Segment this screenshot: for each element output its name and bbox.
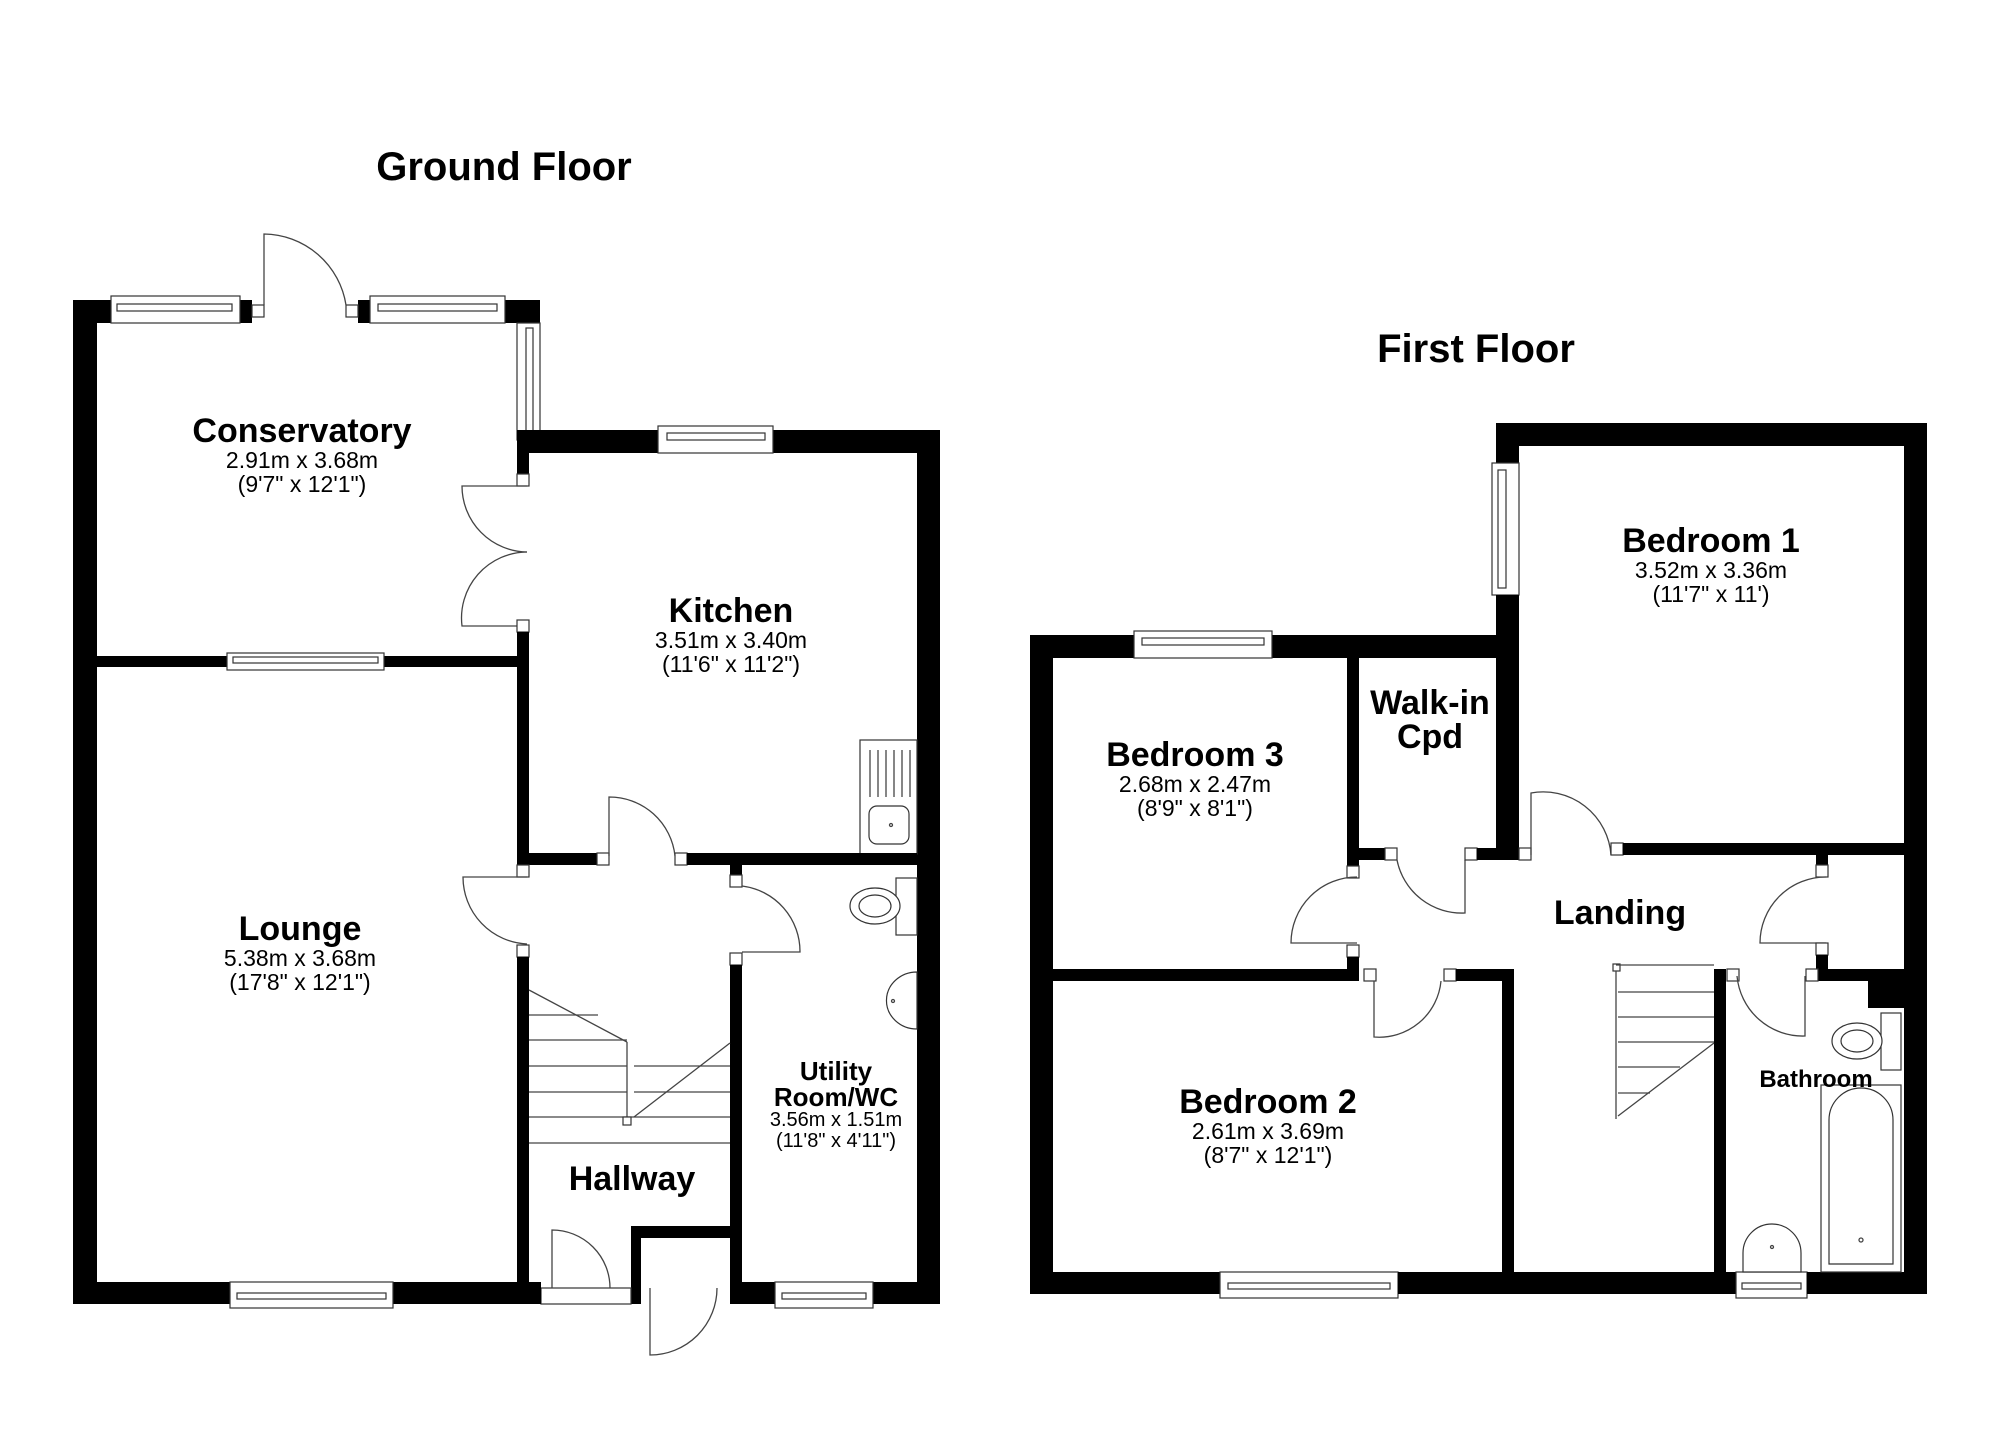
room-label-lounge: Lounge 5.38m x 3.68m (17'8" x 12'1") [224, 912, 376, 994]
window-bedroom2 [1219, 1271, 1399, 1299]
room-name: Bathroom [1759, 1066, 1873, 1093]
window-bedroom1 [1491, 462, 1520, 596]
door-bedroom1 [1530, 791, 1612, 856]
toilet-bathroom [1831, 1012, 1902, 1071]
door-front [540, 1229, 718, 1356]
room-imperial: (11'7" x 11') [1652, 581, 1770, 608]
room-metric: 3.51m x 3.40m [654, 627, 808, 653]
room-name: Lounge [238, 910, 362, 948]
room-name: Bedroom 2 [1179, 1083, 1357, 1121]
room-imperial: (8'9" x 8'1") [1137, 795, 1253, 822]
door-bedroom3 [1290, 876, 1358, 944]
basin-bathroom [1742, 1223, 1802, 1273]
room-metric: 2.68m x 2.47m [1118, 771, 1272, 797]
room-label-hallway: Hallway [569, 1162, 696, 1196]
door-utility [741, 885, 801, 953]
staircase-ground [528, 989, 731, 1144]
room-metric: 2.61m x 3.69m [1191, 1118, 1345, 1144]
window-conservatory-lounge [226, 652, 385, 671]
room-name: Bedroom 3 [1106, 736, 1284, 774]
door-bathroom [1759, 876, 1827, 944]
room-name-line1: Walk-in [1370, 684, 1490, 722]
window-kitchen [657, 425, 774, 454]
toilet-utility [849, 877, 918, 936]
room-label-bedroom2: Bedroom 2 2.61m x 3.69m (8'7" x 12'1") [1179, 1085, 1357, 1167]
room-metric: 3.52m x 3.36m [1634, 557, 1788, 583]
ground-floor-plan [73, 233, 940, 1356]
double-door-conservatory-kitchen [460, 485, 530, 633]
room-name-line2: Room/WC [773, 1082, 899, 1112]
room-metric: 2.91m x 3.68m [225, 447, 379, 473]
window-utility [774, 1281, 874, 1309]
door-bedroom2 [1373, 980, 1442, 1038]
room-imperial: (11'8" x 4'11") [775, 1130, 897, 1152]
room-imperial: (9'7" x 12'1") [237, 471, 367, 498]
door-walk-in-cpd [1396, 859, 1466, 914]
door-kitchen-hallway [608, 796, 676, 857]
window-lounge [229, 1281, 394, 1309]
door-bathroom-side [1736, 975, 1806, 1037]
first-floor-plan [1030, 423, 1927, 1299]
room-label-bedroom1: Bedroom 1 3.52m x 3.36m (11'7" x 11') [1622, 524, 1800, 606]
window-conservatory-right [516, 322, 541, 441]
bath [1820, 1084, 1902, 1273]
room-name: Kitchen [668, 592, 794, 630]
room-name-line2: Cpd [1396, 718, 1464, 756]
window-bathroom [1735, 1271, 1808, 1299]
window-conservatory-top-right [369, 295, 506, 324]
room-metric: 5.38m x 3.68m [223, 945, 377, 971]
room-imperial: (11'6" x 11'2") [661, 651, 801, 678]
window-conservatory-top-left [110, 295, 241, 324]
room-label-landing: Landing [1554, 896, 1686, 930]
room-name: Conservatory [192, 412, 412, 450]
door-conservatory-garden [251, 233, 359, 318]
room-metric: 3.56m x 1.51m [769, 1109, 903, 1131]
room-name: Hallway [568, 1160, 696, 1198]
room-label-bedroom3: Bedroom 3 2.68m x 2.47m (8'9" x 8'1") [1106, 738, 1284, 820]
room-imperial: (17'8" x 12'1") [229, 969, 371, 996]
room-name-line1: Utility [799, 1056, 873, 1086]
room-label-utility: Utility Room/WC 3.56m x 1.51m (11'8" x 4… [770, 1058, 902, 1152]
room-label-walk-in-cpd: Walk-in Cpd [1370, 686, 1490, 754]
room-label-bathroom: Bathroom [1759, 1068, 1872, 1092]
basin-utility [885, 971, 918, 1030]
staircase-first [1612, 963, 1715, 1119]
kitchen-sink [859, 739, 918, 855]
floor-title-ground: Ground Floor [376, 145, 632, 189]
window-bedroom3 [1133, 630, 1273, 659]
door-lounge-hallway [462, 876, 528, 945]
room-name: Bedroom 1 [1622, 522, 1800, 560]
room-imperial: (8'7" x 12'1") [1203, 1142, 1333, 1169]
room-label-conservatory: Conservatory 2.91m x 3.68m (9'7" x 12'1"… [192, 414, 411, 496]
room-name: Landing [1553, 894, 1687, 932]
room-label-kitchen: Kitchen 3.51m x 3.40m (11'6" x 11'2") [655, 594, 807, 676]
floor-title-first: First Floor [1377, 327, 1575, 371]
